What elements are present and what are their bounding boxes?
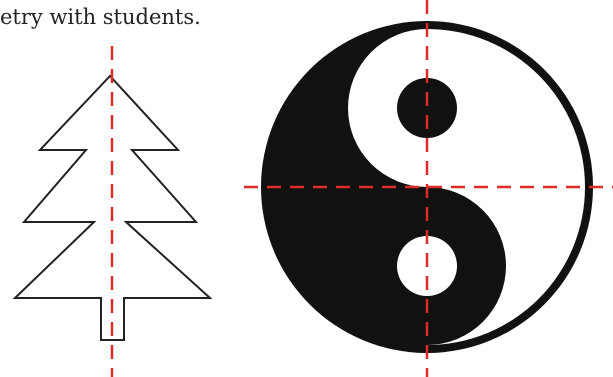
yin-yang-figure — [244, 0, 613, 377]
tree-figure — [15, 46, 210, 377]
